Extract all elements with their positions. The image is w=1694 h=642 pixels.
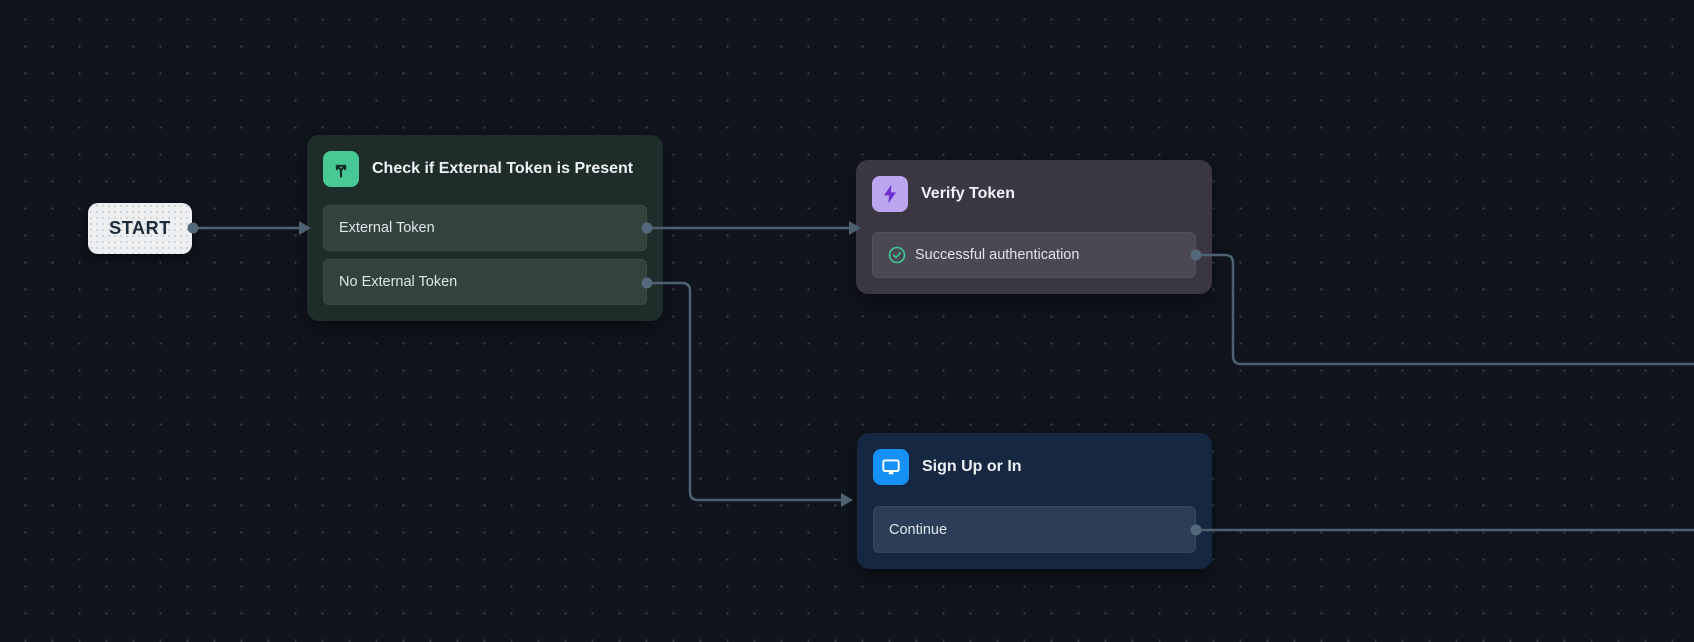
node-row-external-token[interactable]: External Token [323,205,647,251]
port-external-token-output[interactable] [641,222,653,234]
node-title: Check if External Token is Present [372,160,634,177]
node-header: Sign Up or In [873,449,1196,485]
row-label: Continue [889,521,948,538]
start-label: START [109,218,171,238]
node-header: Check if External Token is Present [323,151,647,187]
arrowhead-icon [849,221,861,235]
monitor-icon [873,449,909,485]
edge-successful-authentication-out[interactable] [1196,253,1694,366]
check-circle-icon [888,246,906,264]
row-label: Successful authentication [915,247,1080,263]
node-title: Verify Token [921,185,1015,202]
node-row-continue[interactable]: Continue [873,506,1196,553]
node-verify-token[interactable]: Verify Token Successful authentication [856,160,1212,294]
arrowhead-icon [841,493,853,507]
edge-no-external-token-to-signup[interactable] [647,281,842,502]
start-node[interactable]: START [88,203,192,254]
row-label: No External Token [339,274,458,290]
port-no-external-token-output[interactable] [641,277,653,289]
node-row-successful-authentication[interactable]: Successful authentication [872,232,1196,278]
arrowhead-icon [299,221,311,235]
node-sign-up-or-in[interactable]: Sign Up or In Continue [857,433,1212,569]
port-continue-output[interactable] [1190,524,1202,536]
port-successful-authentication-output[interactable] [1190,249,1202,261]
node-title: Sign Up or In [922,458,1022,475]
node-header: Verify Token [872,176,1196,212]
lightning-icon [872,176,908,212]
port-start-output[interactable] [187,222,199,234]
node-row-no-external-token[interactable]: No External Token [323,259,647,305]
branch-split-icon [323,151,359,187]
node-check-external-token[interactable]: Check if External Token is Present Exter… [307,135,663,321]
row-label: External Token [339,220,435,236]
